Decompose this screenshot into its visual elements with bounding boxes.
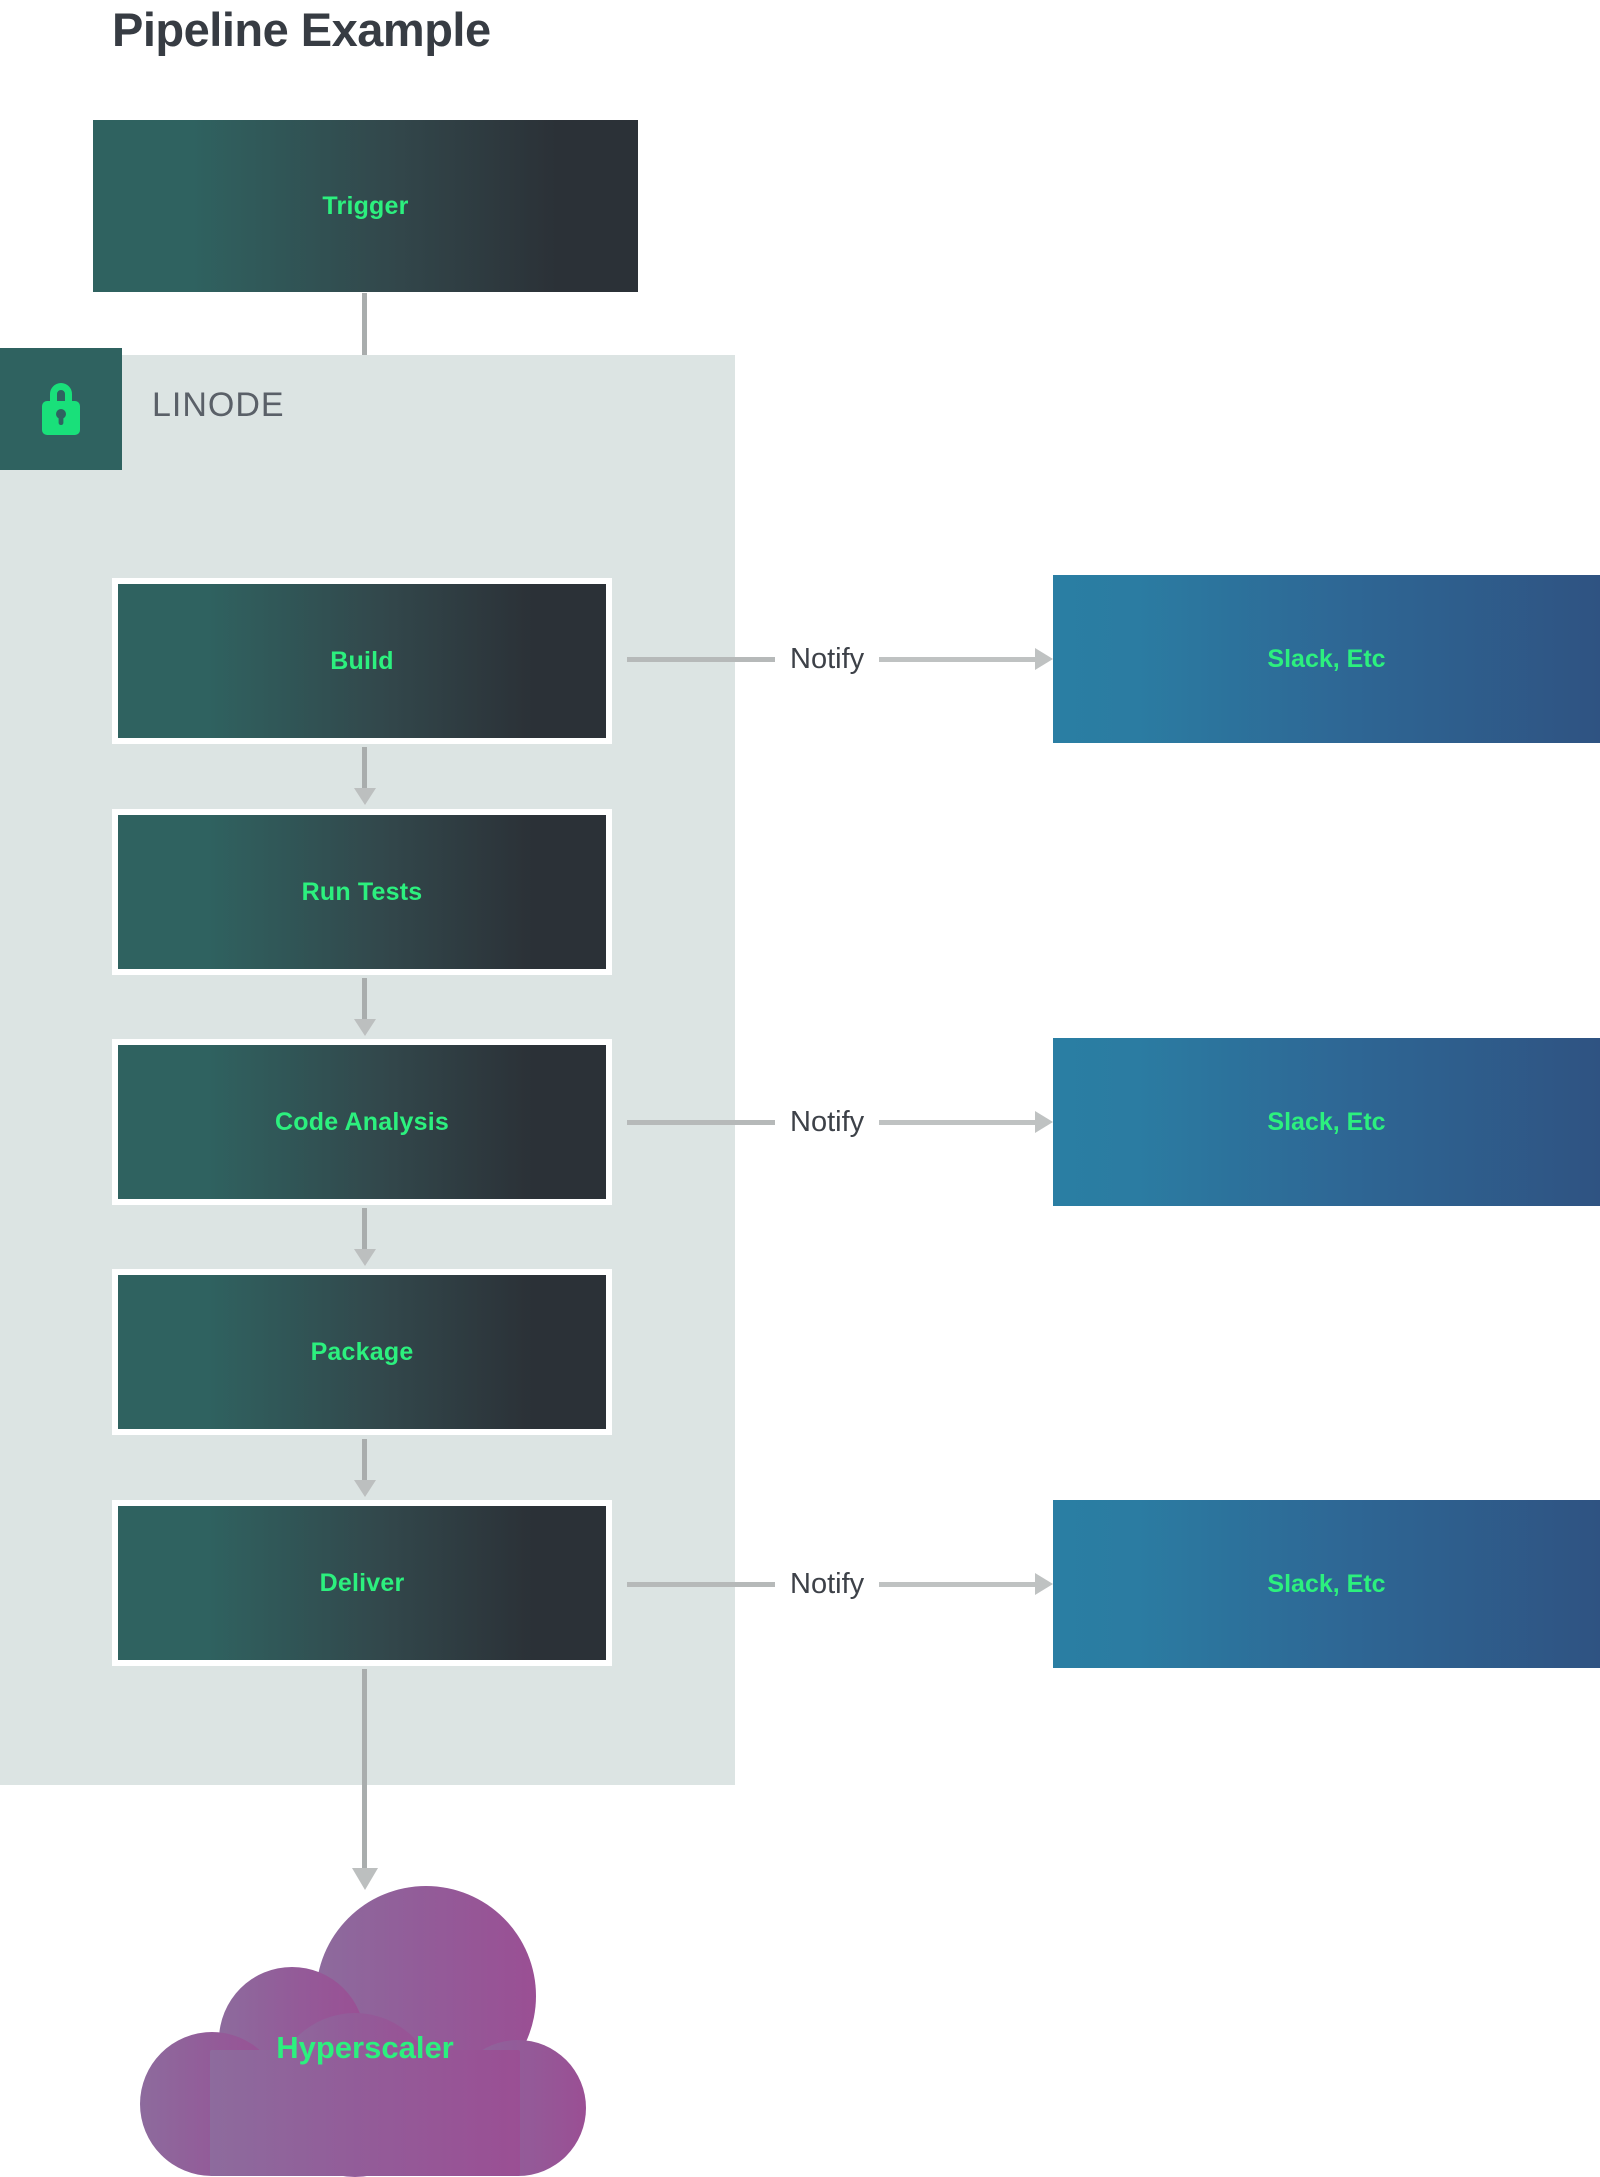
notify-arrow-icon xyxy=(879,1581,1036,1587)
notify-label: Notify xyxy=(790,642,865,675)
notify-arrow-icon xyxy=(879,1119,1036,1125)
stage-box-build[interactable]: Build xyxy=(112,578,612,744)
stage-box-package[interactable]: Package xyxy=(112,1269,612,1435)
stage-box-deliver[interactable]: Deliver xyxy=(112,1500,612,1666)
stage-box-run-tests[interactable]: Run Tests xyxy=(112,809,612,975)
arrow-code-analysis-to-package xyxy=(362,1208,367,1250)
trigger-box[interactable]: Trigger xyxy=(93,120,638,292)
notify-label: Notify xyxy=(790,1567,865,1600)
arrow-package-to-deliver xyxy=(362,1439,367,1481)
stage-label-run-tests: Run Tests xyxy=(301,877,423,906)
hyperscaler-cloud[interactable]: Hyperscaler xyxy=(140,1880,590,2177)
linode-zone-label: LINODE xyxy=(152,386,285,424)
notify-label: Notify xyxy=(790,1105,865,1138)
lock-icon xyxy=(33,376,89,443)
notify-line-left xyxy=(627,1119,775,1125)
notify-connector-code-analysis: Notify xyxy=(627,1102,1053,1142)
stage-label-code-analysis: Code Analysis xyxy=(275,1107,449,1136)
notify-connector-deliver: Notify xyxy=(627,1564,1053,1604)
page-title: Pipeline Example xyxy=(112,3,491,56)
slack-label: Slack, Etc xyxy=(1267,1569,1386,1598)
notify-line-left xyxy=(627,1581,775,1587)
stage-label-package: Package xyxy=(310,1337,414,1366)
notify-line-left xyxy=(627,656,775,662)
slack-label: Slack, Etc xyxy=(1267,644,1386,673)
slack-box-code-analysis[interactable]: Slack, Etc xyxy=(1053,1038,1600,1206)
stage-box-code-analysis[interactable]: Code Analysis xyxy=(112,1039,612,1205)
slack-box-deliver[interactable]: Slack, Etc xyxy=(1053,1500,1600,1668)
notify-connector-build: Notify xyxy=(627,639,1053,679)
slack-label: Slack, Etc xyxy=(1267,1107,1386,1136)
slack-box-build[interactable]: Slack, Etc xyxy=(1053,575,1600,743)
stage-label-build: Build xyxy=(330,646,394,675)
notify-arrow-icon xyxy=(879,656,1036,662)
trigger-label: Trigger xyxy=(322,191,409,220)
stage-label-deliver: Deliver xyxy=(319,1568,405,1597)
cloud-icon xyxy=(140,1886,586,2177)
arrow-run-tests-to-code-analysis xyxy=(362,978,367,1020)
arrow-build-to-run-tests xyxy=(362,747,367,789)
arrow-deliver-to-hyperscaler xyxy=(362,1669,367,1869)
linode-badge xyxy=(0,348,122,470)
